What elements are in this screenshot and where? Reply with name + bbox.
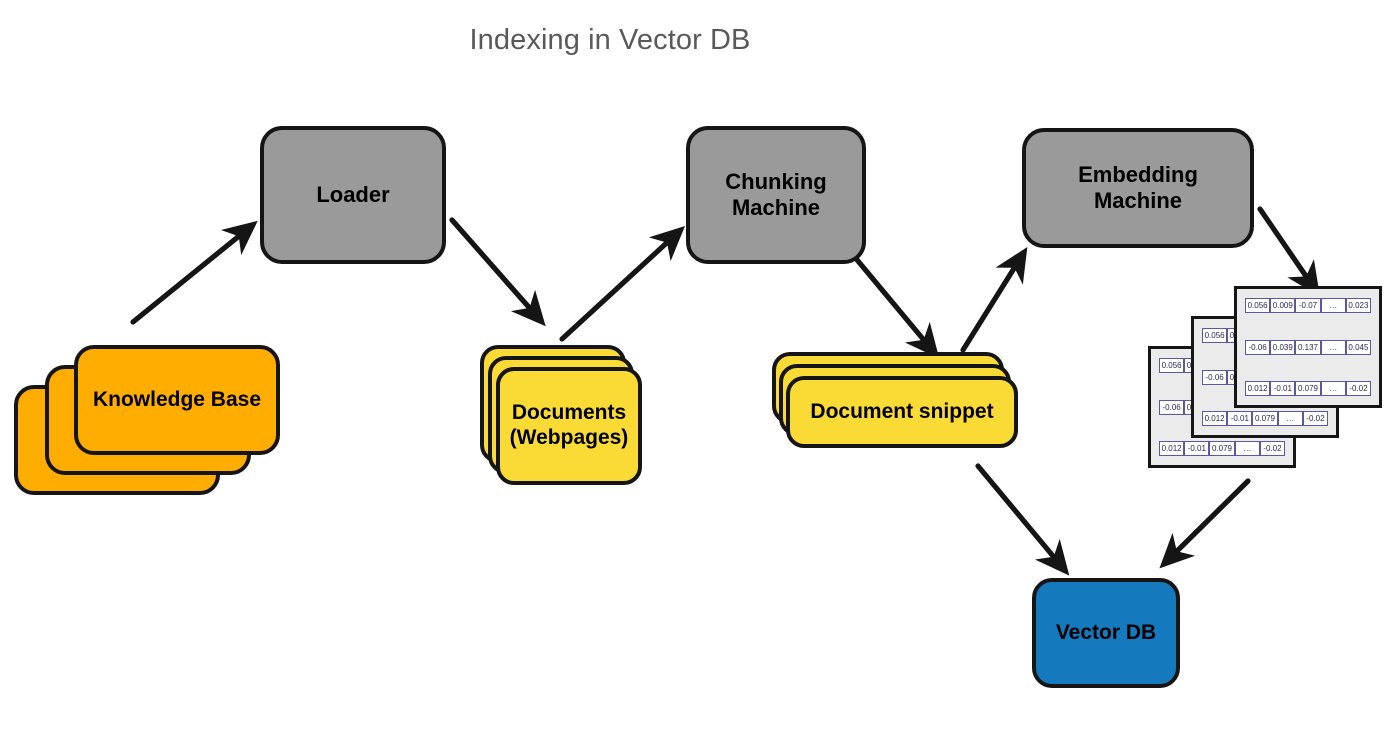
embedding-matrix-cell: 0.012 <box>1202 411 1228 426</box>
loader-label: Loader <box>316 182 390 208</box>
arrow-documents-to-chunking-machine <box>559 226 686 342</box>
knowledge-base-label: Knowledge Base <box>92 387 262 411</box>
knowledge-base-stack[interactable]: Knowledge Base <box>12 345 280 497</box>
vector-db-label: Vector DB <box>1055 620 1157 644</box>
embedding-matrix-cell: -0.01 <box>1227 411 1253 426</box>
embedding-matrix-cell: 0.039 <box>1270 339 1296 355</box>
embedding-matrix-cell: -0.01 <box>1184 441 1210 456</box>
embedding-matrix-cell: 0.012 <box>1245 381 1271 396</box>
embedding-matrix-cell: -0.02 <box>1302 411 1329 426</box>
embedding-machine-node[interactable]: Embedding Machine <box>1022 128 1254 248</box>
vector-db-node[interactable]: Vector DB <box>1032 578 1180 688</box>
embedding-matrix-cell: -0.02 <box>1259 441 1286 456</box>
page-title: Indexing in Vector DB <box>469 24 751 56</box>
document-snippet-card-front[interactable]: Document snippet <box>786 376 1018 448</box>
arrow-chunking-machine-to-document-snippet <box>850 252 940 359</box>
arrow-embedding-machine-to-matrices <box>1257 206 1320 297</box>
embedding-machine-label: Embedding Machine <box>1078 162 1198 213</box>
embedding-matrix-cell: 0.137 <box>1295 339 1321 355</box>
embedding-matrix-cell: 0.056 <box>1245 298 1271 313</box>
embedding-matrix-stack[interactable]: 0.0560.009-0.07…0.023-0.060.0390.137…0.0… <box>1148 286 1394 470</box>
arrow-matrices-to-vector-db <box>1159 478 1251 569</box>
embedding-matrix-cell: 0.079 <box>1252 411 1278 426</box>
embedding-matrix-cell: 0.009 <box>1270 298 1296 313</box>
documents-stack[interactable]: Documents (Webpages) <box>480 345 646 487</box>
embedding-matrix-cell: 0.045 <box>1345 339 1372 355</box>
documents-label: Documents (Webpages) <box>509 401 629 449</box>
embedding-matrix-cell: -0.02 <box>1345 381 1372 396</box>
embedding-matrix-cell: -0.06 <box>1159 399 1185 415</box>
embedding-matrix-cell: … <box>1320 381 1346 396</box>
arrow-loader-to-documents <box>449 217 546 327</box>
embedding-matrix-cell: 0.056 <box>1202 328 1228 343</box>
embedding-matrix-cell: -0.01 <box>1270 381 1296 396</box>
embedding-matrix-cell: -0.06 <box>1202 369 1228 385</box>
embedding-matrix-cell: 0.056 <box>1159 358 1185 373</box>
embedding-matrix-cell: 0.079 <box>1209 441 1235 456</box>
embedding-matrix-cell: … <box>1320 339 1346 355</box>
chunking-machine-node[interactable]: Chunking Machine <box>686 126 866 264</box>
embedding-matrix-cell: 0.023 <box>1345 298 1372 313</box>
embedding-matrix-cell: … <box>1234 441 1260 456</box>
chunking-machine-label: Chunking Machine <box>725 169 827 220</box>
documents-card-front[interactable]: Documents (Webpages) <box>496 367 642 485</box>
arrow-knowledge-base-to-loader <box>130 220 258 325</box>
embedding-matrix-cell: … <box>1320 298 1346 313</box>
embedding-matrix-cell: -0.06 <box>1245 339 1271 355</box>
embedding-matrix-cell: -0.07 <box>1295 298 1321 313</box>
arrow-document-snippet-to-vector-db <box>975 463 1070 576</box>
document-snippet-stack[interactable]: Document snippet <box>772 352 1022 456</box>
embedding-matrix-cell: … <box>1277 411 1303 426</box>
embedding-matrix-cell: 0.012 <box>1159 441 1185 456</box>
embedding-matrix-cell: 0.079 <box>1295 381 1321 396</box>
loader-node[interactable]: Loader <box>260 126 446 264</box>
document-snippet-label: Document snippet <box>810 399 994 423</box>
knowledge-base-card-front[interactable]: Knowledge Base <box>74 345 280 455</box>
arrow-document-snippet-to-embedding-machine <box>960 247 1028 353</box>
